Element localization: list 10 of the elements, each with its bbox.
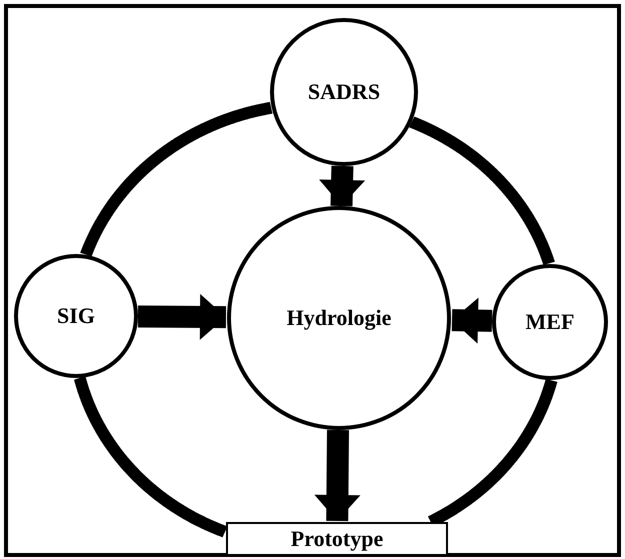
node-label: SADRS: [308, 79, 380, 105]
node-label: SIG: [57, 303, 95, 329]
block-arrow: [319, 166, 366, 206]
block-arrow: [452, 298, 492, 344]
process-box: [226, 522, 448, 556]
block-arrow: [138, 294, 226, 340]
block-arrow: [314, 430, 360, 522]
node-label: Hydrologie: [286, 305, 392, 331]
node-label: MEF: [526, 309, 574, 335]
node-label: Prototype: [290, 526, 384, 552]
